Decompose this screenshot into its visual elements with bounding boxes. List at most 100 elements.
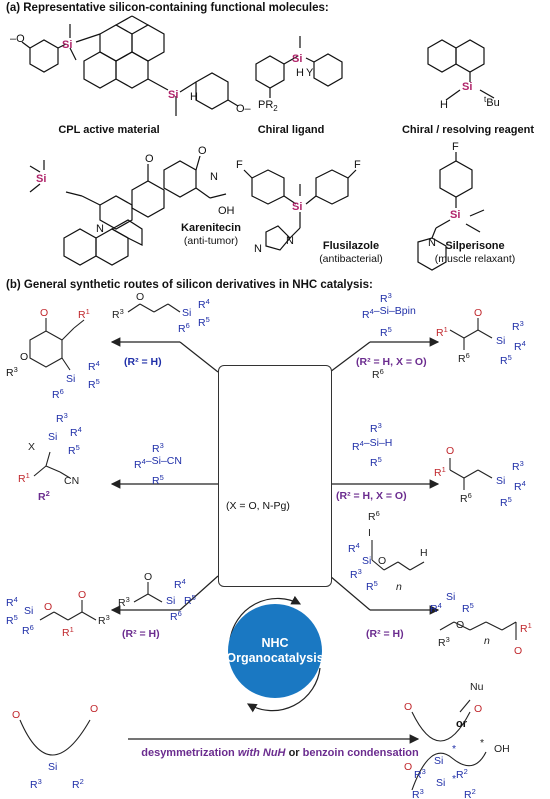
svg-text:R6: R6 [372, 367, 384, 381]
svg-text:O: O [446, 445, 454, 457]
svg-text:R3: R3 [512, 319, 524, 333]
svg-text:R5: R5 [68, 443, 80, 457]
svg-text:F: F [236, 159, 243, 171]
svg-text:R2: R2 [38, 489, 50, 503]
svg-text:*: * [452, 773, 456, 785]
svg-text:O: O [474, 307, 482, 319]
svg-text:R5: R5 [380, 325, 392, 339]
svg-text:R1: R1 [520, 621, 532, 635]
svg-text:Nu: Nu [470, 681, 484, 693]
label-cpl-material: CPL active material [58, 124, 160, 136]
label-flusilazole: Flusilazole(antibacterial) [319, 240, 383, 265]
svg-text:O: O [404, 701, 412, 713]
svg-text:Si: Si [362, 555, 371, 567]
svg-text:R4–Si–Bpin: R4–Si–Bpin [362, 305, 416, 321]
desym-part2: with NuH [237, 747, 286, 759]
svg-text:R3: R3 [380, 291, 392, 305]
organocatalysis-label: Organocatalysis [226, 651, 324, 665]
svg-text:Si: Si [48, 761, 57, 773]
svg-text:H: H [190, 91, 198, 103]
svg-text:*: * [480, 737, 484, 749]
svg-text:O: O [90, 703, 98, 715]
svg-text:R1: R1 [18, 471, 30, 485]
svg-text:R5: R5 [462, 601, 474, 615]
svg-text:Si: Si [36, 173, 46, 185]
svg-text:R4: R4 [348, 541, 360, 555]
svg-text:O: O [456, 619, 464, 631]
svg-text:tBu: tBu [484, 95, 500, 109]
svg-text:R1: R1 [62, 625, 74, 639]
svg-text:Si: Si [166, 595, 175, 607]
condition-bottom-left: (R² = H) [122, 628, 160, 640]
svg-text:R6: R6 [22, 623, 34, 637]
label-karenitecin: Karenitecin(anti-tumor) [181, 222, 241, 247]
svg-text:R2: R2 [72, 777, 84, 791]
svg-text:R4: R4 [514, 479, 526, 493]
svg-text:O: O [136, 291, 144, 303]
svg-text:O: O [12, 709, 20, 721]
svg-text:R4–Si–H: R4–Si–H [352, 437, 392, 453]
svg-text:O: O [20, 351, 28, 363]
svg-text:H: H [420, 547, 428, 559]
silperisone-molecule [417, 152, 485, 271]
svg-text:R5: R5 [500, 353, 512, 367]
svg-text:Si: Si [446, 591, 455, 603]
desym-part1: desymmetrization [141, 747, 235, 759]
svg-text:R6: R6 [368, 509, 380, 523]
svg-text:R6: R6 [458, 351, 470, 365]
svg-text:O: O [40, 307, 48, 319]
section-a-structures: –O Si Si H O– Si H Y PR2 Si H tBu Si O O… [10, 15, 500, 271]
svg-text:R4: R4 [88, 359, 100, 373]
svg-text:R2: R2 [456, 767, 468, 781]
svg-text:OH: OH [218, 205, 235, 217]
svg-text:N: N [428, 237, 436, 249]
svg-text:R3: R3 [412, 787, 424, 799]
svg-text:N: N [286, 235, 294, 247]
svg-text:O: O [474, 703, 482, 715]
svg-text:R3: R3 [98, 613, 110, 627]
svg-text:N: N [210, 171, 218, 183]
svg-text:R3: R3 [112, 307, 124, 321]
svg-text:R6: R6 [178, 321, 190, 335]
svg-text:PR2: PR2 [258, 99, 278, 113]
svg-text:R4: R4 [70, 425, 82, 439]
label-chiral-ligand: Chiral ligand [257, 124, 325, 136]
desym-part4: benzoin condensation [302, 747, 419, 759]
central-substrate-panel [218, 365, 332, 587]
svg-text:R1: R1 [436, 325, 448, 339]
karenitecin-molecule [29, 155, 227, 266]
svg-text:Si: Si [496, 475, 505, 487]
svg-text:Si: Si [496, 335, 505, 347]
svg-text:R5: R5 [184, 593, 196, 607]
svg-text:Y: Y [306, 67, 314, 79]
svg-text:R4: R4 [174, 577, 186, 591]
svg-text:F: F [452, 141, 459, 153]
svg-text:Si: Si [48, 431, 57, 443]
svg-text:R3: R3 [414, 767, 426, 781]
svg-text:O: O [404, 761, 412, 773]
svg-text:R3: R3 [438, 635, 450, 649]
svg-text:Si: Si [450, 209, 460, 221]
label-chiral-reagent: Chiral / resolving reagent [401, 124, 535, 136]
svg-text:Si: Si [168, 89, 178, 101]
or-label: or [456, 718, 467, 730]
svg-text:*: * [452, 743, 456, 755]
svg-text:R3: R3 [56, 411, 68, 425]
svg-text:R5: R5 [152, 473, 164, 487]
svg-text:H: H [296, 67, 304, 79]
condition-top-left: (R² = H) [124, 356, 162, 368]
chiral-ligand-molecule [255, 36, 343, 98]
svg-text:Si: Si [434, 755, 443, 767]
svg-text:CN: CN [64, 475, 79, 487]
svg-text:Si: Si [436, 777, 445, 789]
svg-text:R6: R6 [460, 491, 472, 505]
svg-text:R1: R1 [434, 465, 446, 479]
svg-text:O: O [198, 145, 207, 157]
svg-text:O: O [378, 555, 386, 567]
svg-text:–O: –O [10, 33, 25, 45]
svg-text:O: O [144, 571, 152, 583]
svg-text:R5: R5 [198, 315, 210, 329]
svg-text:n: n [484, 635, 490, 647]
svg-text:R6: R6 [170, 609, 182, 623]
svg-text:Si: Si [292, 53, 302, 65]
